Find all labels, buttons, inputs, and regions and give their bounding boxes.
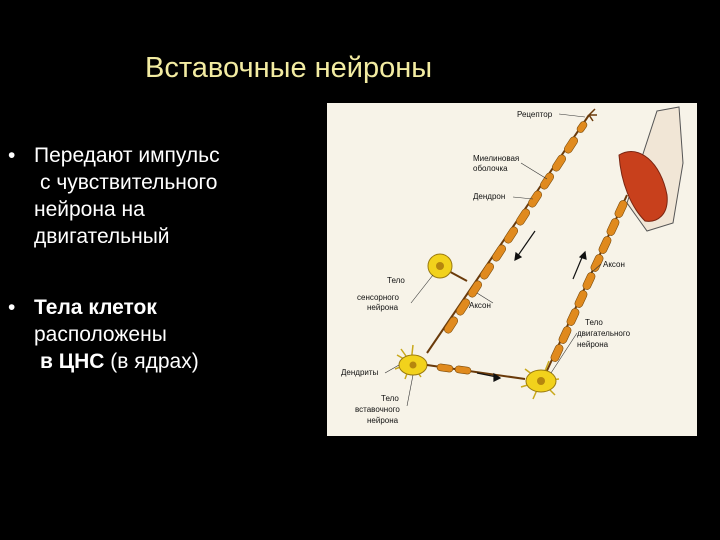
bullet-item-cell-bodies: • Тела клеток расположены в ЦНС (в ядрах…	[8, 294, 318, 375]
label-motor-2: двигательного	[577, 329, 631, 338]
bullet-marker: •	[8, 144, 16, 167]
receptor-ending	[588, 108, 597, 122]
label-motor-3: нейрона	[577, 340, 609, 349]
bullet1-line4: двигательный	[34, 225, 170, 248]
interneuron-body	[394, 344, 526, 380]
label-inter-1: Тело	[381, 394, 399, 403]
muscle-shape	[618, 150, 668, 222]
bullet1-line1: Передают импульс	[34, 144, 220, 167]
bullet1-line3: нейрона на	[34, 198, 145, 221]
label-axon-mid: Аксон	[469, 301, 491, 310]
reflex-arc-diagram: Рецептор Миелиновая оболочка Дендрон Акс…	[341, 106, 684, 425]
label-dendrites: Дендриты	[341, 368, 379, 377]
label-dendron: Дендрон	[473, 192, 505, 201]
label-sensory-2: сенсорного	[357, 293, 399, 302]
bullet2-cns: в ЦНС	[40, 350, 105, 373]
bullet2-line2: расположены	[34, 323, 167, 346]
bullet-list: • Передают импульс с чувствительного ней…	[8, 142, 318, 375]
reflex-arc-figure: Рецептор Миелиновая оболочка Дендрон Акс…	[327, 103, 697, 436]
slide-title: Вставочные нейроны	[145, 52, 433, 84]
bullet-item-transmit: • Передают импульс с чувствительного ней…	[8, 142, 318, 250]
bullet2-line3: в ЦНС (в ядрах)	[34, 348, 318, 375]
motor-neuron-body	[520, 360, 560, 400]
bullet-marker: •	[8, 296, 16, 319]
bullet2-line1: Тела клеток	[34, 296, 157, 319]
label-myelin-2: оболочка	[473, 164, 508, 173]
label-inter-2: вставочного	[355, 405, 400, 414]
label-myelin-1: Миелиновая	[473, 154, 519, 163]
bullet2-line3-rest: (в ядрах)	[104, 350, 199, 373]
label-axon-right: Аксон	[603, 260, 625, 269]
label-sensory-1: Тело	[387, 276, 405, 285]
sensory-fiber	[426, 108, 597, 354]
motor-fiber	[544, 194, 628, 376]
label-sensory-3: нейрона	[367, 303, 399, 312]
bullet1-line2: с чувствительного	[40, 171, 218, 194]
label-receptor: Рецептор	[517, 110, 553, 119]
label-inter-3: нейрона	[367, 416, 399, 425]
label-motor-1: Тело	[585, 318, 603, 327]
